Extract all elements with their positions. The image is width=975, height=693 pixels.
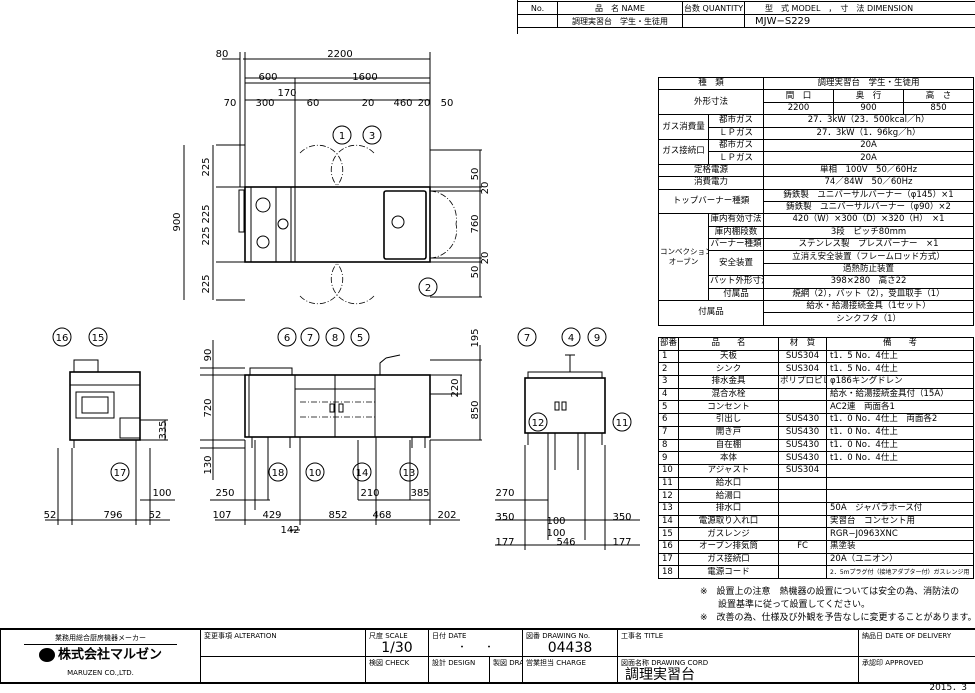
callout-marker: 2 xyxy=(419,278,437,296)
dimension-label: 130 xyxy=(203,455,214,474)
callout-number: 15 xyxy=(92,333,105,344)
dimension-label: 60 xyxy=(307,98,320,109)
dimension-label: 52 xyxy=(44,510,57,521)
callout-number: 10 xyxy=(309,468,322,479)
dimension-label: 225 xyxy=(201,157,212,176)
callout-number: 18 xyxy=(272,468,285,479)
dimension-label: 142 xyxy=(280,525,299,536)
callout-number: 5 xyxy=(357,333,363,344)
dimension-label: 225 xyxy=(201,226,212,245)
callout-number: 14 xyxy=(356,468,369,479)
callout-number: 16 xyxy=(56,333,69,344)
dimension-label: 20 xyxy=(480,252,491,265)
dimension-label: 90 xyxy=(203,349,214,362)
dimension-label: 20 xyxy=(362,98,375,109)
dimension-label: 20 xyxy=(418,98,431,109)
callout-marker: 10 xyxy=(306,463,324,481)
callout-marker: 7 xyxy=(518,328,536,346)
dimension-label: 335 xyxy=(158,420,169,439)
dimension-label: 760 xyxy=(470,214,481,233)
callout-number: 2 xyxy=(425,283,431,294)
callout-marker: 9 xyxy=(588,328,606,346)
callout-marker: 6 xyxy=(278,328,296,346)
plan-view xyxy=(184,52,482,304)
callout-marker: 14 xyxy=(353,463,371,481)
dimension-label: 210 xyxy=(360,488,379,499)
dimension-label: 429 xyxy=(262,510,281,521)
dimension-label: 170 xyxy=(277,88,296,99)
dimension-label: 350 xyxy=(612,512,631,523)
dimension-label: 107 xyxy=(212,510,231,521)
callout-number: 9 xyxy=(594,333,600,344)
dimension-label: 720 xyxy=(203,398,214,417)
callout-marker: 12 xyxy=(529,413,547,431)
dimension-label: 1600 xyxy=(352,72,377,83)
dimension-label: 100 xyxy=(546,516,565,527)
callout-number: 3 xyxy=(369,131,375,142)
dimension-label: 600 xyxy=(258,72,277,83)
callout-number: 7 xyxy=(524,333,530,344)
left-view xyxy=(45,360,175,525)
dimension-label: 177 xyxy=(495,537,514,548)
callout-marker: 1 xyxy=(333,126,351,144)
callout-number: 17 xyxy=(114,468,127,479)
dimension-label: 70 xyxy=(224,98,237,109)
dimension-label: 385 xyxy=(410,488,429,499)
dimension-label: 852 xyxy=(328,510,347,521)
sink xyxy=(384,191,426,259)
callout-number: 7 xyxy=(307,333,313,344)
dimension-label: 50 xyxy=(441,98,454,109)
dimension-label: 50 xyxy=(470,168,481,181)
dimension-label: 900 xyxy=(172,212,183,231)
callout-marker: 11 xyxy=(613,413,631,431)
dimension-label: 796 xyxy=(103,510,122,521)
front-view xyxy=(200,340,482,530)
callout-marker: 7 xyxy=(301,328,319,346)
callout-number: 11 xyxy=(616,418,629,429)
callout-marker: 13 xyxy=(400,463,418,481)
gas-range-top xyxy=(239,187,291,262)
drain xyxy=(392,216,404,228)
dimension-label: 177 xyxy=(612,537,631,548)
callout-number: 4 xyxy=(568,333,574,344)
callout-marker: 18 xyxy=(269,463,287,481)
callout-number: 8 xyxy=(332,333,338,344)
dimension-label: 300 xyxy=(255,98,274,109)
dimension-label: 100 xyxy=(152,488,171,499)
dimension-label: 195 xyxy=(470,328,481,347)
dimension-label: 250 xyxy=(215,488,234,499)
dimension-label: 80 xyxy=(216,49,229,60)
callout-marker: 8 xyxy=(326,328,344,346)
callout-marker: 17 xyxy=(111,463,129,481)
dimension-label: 20 xyxy=(480,182,491,195)
callout-number: 1 xyxy=(339,131,345,142)
dimension-label: 50 xyxy=(470,266,481,279)
callout-number: 13 xyxy=(403,468,416,479)
dimension-label: 468 xyxy=(372,510,391,521)
dimension-label: 2200 xyxy=(327,49,352,60)
callout-marker: 4 xyxy=(562,328,580,346)
dimension-label: 546 xyxy=(556,537,575,548)
dimension-label: 52 xyxy=(149,510,162,521)
dimension-label: 460 xyxy=(393,98,412,109)
dimension-label: 202 xyxy=(437,510,456,521)
callout-marker: 5 xyxy=(351,328,369,346)
dimension-label: 350 xyxy=(495,512,514,523)
callout-marker: 16 xyxy=(53,328,71,346)
callout-marker: 3 xyxy=(363,126,381,144)
dimension-label: 225 xyxy=(201,274,212,293)
callout-number: 12 xyxy=(532,418,545,429)
dimension-label: 220 xyxy=(450,378,461,397)
dimension-label: 850 xyxy=(470,400,481,419)
dimension-label: 270 xyxy=(495,488,514,499)
callout-number: 6 xyxy=(284,333,290,344)
dimension-label: 225 xyxy=(201,204,212,223)
callout-marker: 15 xyxy=(89,328,107,346)
